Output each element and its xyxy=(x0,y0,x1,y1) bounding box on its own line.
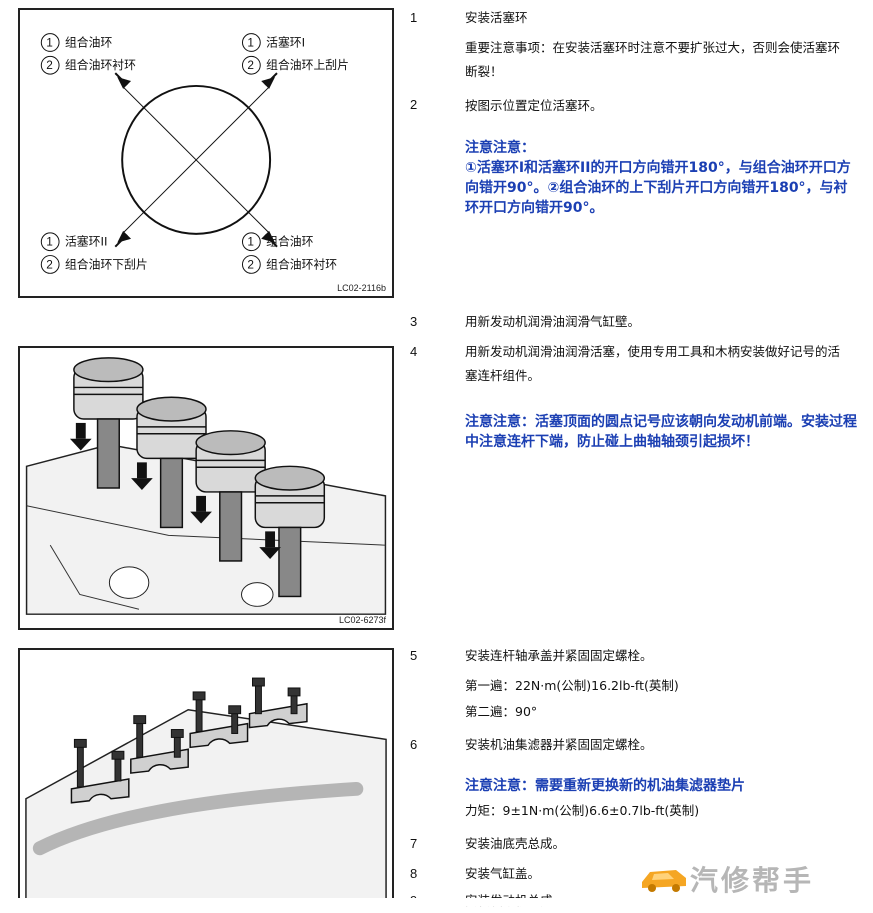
step-number: 5 xyxy=(410,648,418,663)
label-top-right-2: 组合油环上刮片 xyxy=(266,58,349,72)
figure-code: LC02-2116b xyxy=(337,283,386,293)
figure-piston-installation: LC02-6273f xyxy=(18,346,394,630)
svg-text:1: 1 xyxy=(247,235,254,249)
label-bottom-right-1: 组合油环 xyxy=(266,235,313,249)
label-bottom-left-1: 活塞环II xyxy=(65,235,107,249)
callout-number-1: 1 xyxy=(46,35,53,49)
torque-oil-strainer: 力矩：9±1N·m(公制)6.6±0.7lb-ft(英制) xyxy=(465,803,700,818)
note-piston-mark: 注意注意：活塞顶面的圆点记号应该朝向发动机前端。安装过程中注意连杆下端，防止碰上… xyxy=(465,414,857,450)
label-top-right-1: 活塞环I xyxy=(266,35,305,49)
svg-text:2: 2 xyxy=(247,58,254,72)
note-gasket: 注意注意：需要重新更换新的机油集滤器垫片 xyxy=(465,778,745,794)
step-text: 安装连杆轴承盖并紧固固定螺栓。 xyxy=(465,648,653,663)
note-text: ①活塞环I和活塞环II的开口方向错开180°，与组合油环开口方向错开90°。②组… xyxy=(465,160,851,216)
rod-cap-illustration xyxy=(25,677,387,906)
piston-ring-diagram: 1 组合油环 2 组合油环衬环 1 活塞环I 2 组合油环上刮片 1 活塞环II… xyxy=(40,33,349,274)
figure-piston-ring-orientation: 1 组合油环 2 组合油环衬环 1 活塞环I 2 组合油环上刮片 1 活塞环II… xyxy=(18,8,394,298)
car-logo-icon xyxy=(642,870,686,892)
piston-installation-illustration xyxy=(25,357,387,615)
callout-number-2: 2 xyxy=(46,58,53,72)
label-top-left-1: 组合油环 xyxy=(65,35,112,49)
step-number: 4 xyxy=(410,344,418,359)
step-title: 安装活塞环 xyxy=(465,10,528,25)
step-number: 1 xyxy=(410,10,418,25)
step-text: 安装油底壳总成。 xyxy=(465,836,566,851)
step-text: 重要注意事项：在安装活塞环时注意不要扩张过大，否则会使活塞环断裂！ xyxy=(465,40,841,79)
step-number: 3 xyxy=(410,314,418,329)
note-title: 注意注意： xyxy=(465,140,535,156)
figure-code: LC02-6273f xyxy=(338,615,386,625)
label-bottom-left-2: 组合油环下刮片 xyxy=(65,257,148,271)
svg-text:1: 1 xyxy=(247,35,254,49)
step-text: 按图示位置定位活塞环。 xyxy=(465,98,603,113)
step-number: 2 xyxy=(410,97,418,112)
step-text: 用新发动机润滑油润滑气缸壁。 xyxy=(465,314,641,329)
torque-second-pass: 第二遍：90° xyxy=(465,704,538,719)
step-text: 安装机油集滤器并紧固固定螺栓。 xyxy=(465,737,653,752)
step-number: 7 xyxy=(410,836,418,851)
step-number: 8 xyxy=(410,866,418,881)
svg-text:2: 2 xyxy=(46,257,53,271)
note-ring-orientation: 注意注意： ①活塞环I和活塞环II的开口方向错开180°，与组合油环开口方向错开… xyxy=(465,138,857,218)
step-number: 6 xyxy=(410,737,418,752)
page-bottom-edge xyxy=(0,898,873,906)
watermark: 汽修帮手 xyxy=(638,862,870,897)
step-text: 安装气缸盖。 xyxy=(465,866,541,881)
figure-rod-cap-installation xyxy=(18,648,394,906)
step-text: 用新发动机润滑油润滑活塞，使用专用工具和木柄安装做好记号的活塞连杆组件。 xyxy=(465,344,841,383)
svg-text:2: 2 xyxy=(247,257,254,271)
label-top-left-2: 组合油环衬环 xyxy=(65,58,136,72)
torque-first-pass: 第一遍：22N·m(公制)16.2lb-ft(英制) xyxy=(465,678,679,693)
svg-text:1: 1 xyxy=(46,235,53,249)
label-bottom-right-2: 组合油环衬环 xyxy=(266,257,337,271)
watermark-text: 汽修帮手 xyxy=(690,864,815,897)
